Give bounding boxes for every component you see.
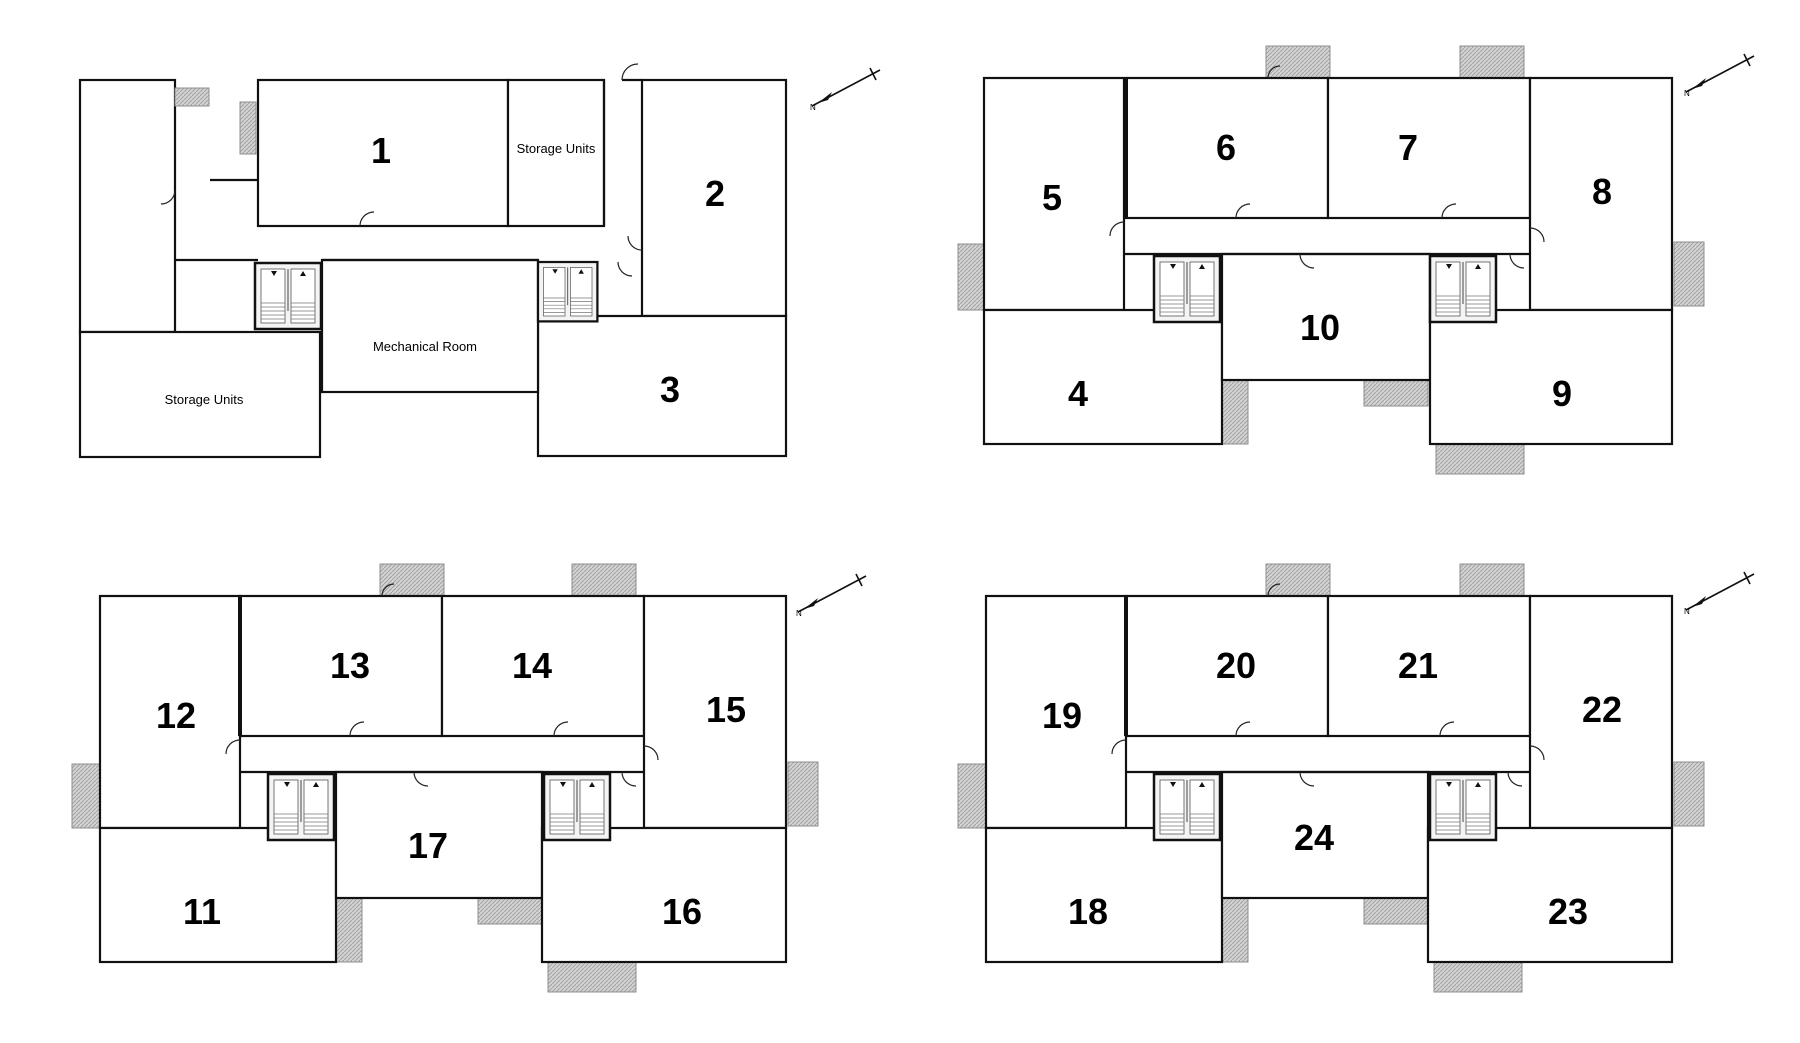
room-unit-1 (256, 78, 510, 228)
room-mechanical (320, 258, 540, 394)
vent-grille (239, 101, 257, 155)
room-left-corridor-block (78, 78, 177, 334)
room-unit-3 (536, 314, 788, 458)
unit-number: 16 (662, 891, 702, 932)
room-label: Storage Units (517, 141, 596, 156)
unit-number: 5 (1042, 177, 1062, 218)
plan-floor-c: 19 20 21 22 18 24 23 (957, 563, 1755, 993)
unit-number: 2 (705, 173, 725, 214)
room-unit-23 (1426, 826, 1674, 964)
room-unit-15 (642, 594, 788, 830)
unit-number: 15 (706, 689, 746, 730)
unit-number: 13 (330, 645, 370, 686)
stair-icon (266, 772, 336, 842)
unit-number: 20 (1216, 645, 1256, 686)
door-swing-icon (160, 189, 176, 205)
room-unit-19 (984, 594, 1128, 830)
unit-number: 23 (1548, 891, 1588, 932)
room-unit-11 (98, 826, 338, 964)
north-arrow-icon (809, 67, 881, 113)
north-arrow-icon (1683, 571, 1755, 617)
room-unit-21 (1326, 594, 1532, 738)
plan-floor-a: 5 6 7 8 4 10 9 (957, 45, 1755, 475)
unit-number: 6 (1216, 127, 1236, 168)
unit-number: 3 (660, 369, 680, 410)
stair-icon (536, 260, 599, 323)
unit-number: 22 (1582, 689, 1622, 730)
unit-number: 18 (1068, 891, 1108, 932)
unit-number: 1 (371, 130, 391, 171)
room-unit-9 (1428, 308, 1674, 446)
room-label: Storage Units (165, 392, 244, 407)
room-label: Mechanical Room (373, 339, 477, 354)
unit-number: 4 (1068, 373, 1088, 414)
unit-number: 17 (408, 825, 448, 866)
room-unit-7 (1326, 76, 1532, 220)
stair-icon (1152, 254, 1222, 324)
room-unit-4 (982, 308, 1224, 446)
vent-grille (174, 87, 210, 107)
door-swing-icon (617, 261, 633, 277)
room-storage-bottom (78, 330, 322, 459)
north-arrow-icon (1683, 53, 1755, 99)
unit-number: 12 (156, 695, 196, 736)
unit-number: 11 (183, 891, 221, 932)
unit-number: 14 (512, 645, 552, 686)
door-swing-icon (627, 235, 643, 251)
unit-number: 19 (1042, 695, 1082, 736)
plan-basement: 1 2 3 Storage Units Storage Units Mechan… (78, 63, 881, 459)
unit-number: 10 (1300, 307, 1340, 348)
stair-icon (253, 261, 323, 331)
unit-number: 24 (1294, 817, 1334, 858)
room-storage-top (506, 78, 606, 228)
room-unit-17 (334, 770, 544, 900)
room-unit-20 (1124, 594, 1330, 738)
room-unit-2 (640, 78, 788, 318)
door-swing-icon (621, 63, 639, 81)
room-unit-18 (984, 826, 1224, 964)
room-unit-24 (1220, 770, 1430, 900)
room-unit-22 (1528, 594, 1674, 830)
stair-icon (1428, 772, 1498, 842)
plan-floor-b: 12 13 14 15 11 17 16 (71, 563, 867, 993)
unit-number: 21 (1398, 645, 1438, 686)
unit-number: 7 (1398, 127, 1418, 168)
stair-icon (1428, 254, 1498, 324)
door-swing-icon (359, 211, 375, 227)
north-arrow-icon (795, 573, 867, 619)
unit-number: 8 (1592, 171, 1612, 212)
stair-icon (542, 772, 612, 842)
stair-icon (1152, 772, 1222, 842)
room-unit-16 (540, 826, 788, 964)
unit-number: 9 (1552, 373, 1572, 414)
room-unit-14 (440, 594, 646, 738)
